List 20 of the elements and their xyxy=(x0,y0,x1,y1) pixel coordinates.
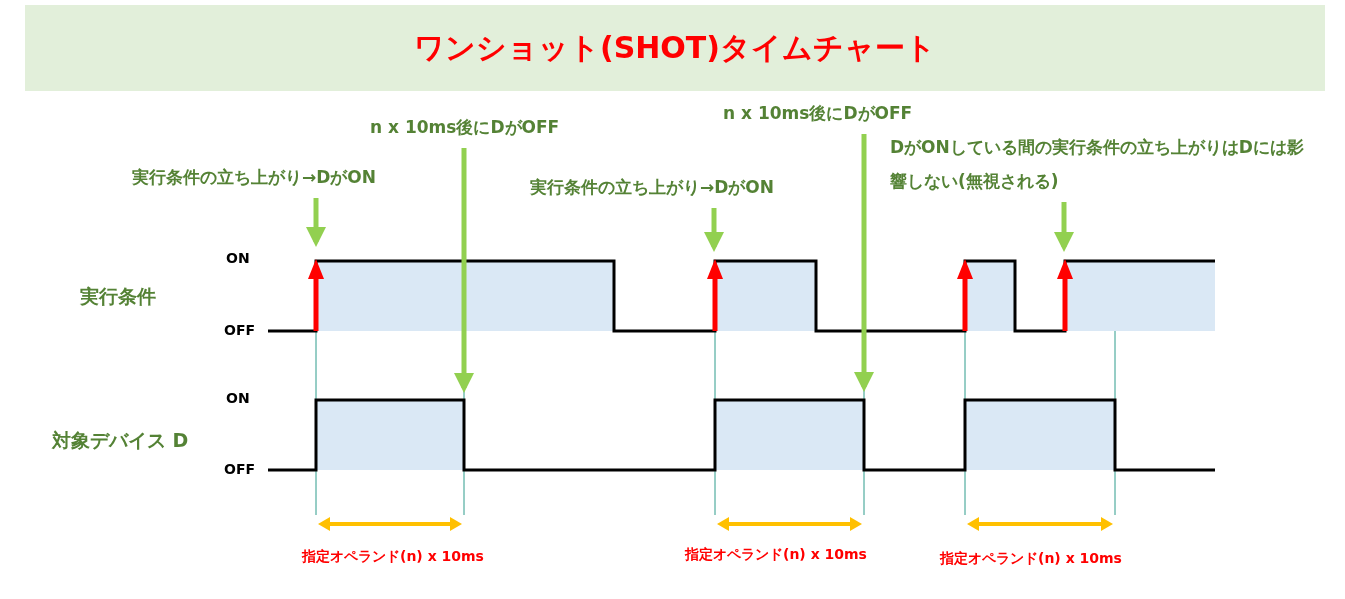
signal-name: 対象デバイス D xyxy=(52,428,189,453)
dimension-label: 指定オペランド(n) x 10ms xyxy=(685,546,867,564)
signal-level: ON xyxy=(226,250,250,266)
annotation-text: 実行条件の立ち上がり→DがON xyxy=(132,160,377,194)
annotation-text: n x 10ms後にDがOFF xyxy=(723,96,913,130)
dimension-label: 指定オペランド(n) x 10ms xyxy=(940,550,1122,568)
annotation-text: n x 10ms後にDがOFF xyxy=(370,110,560,144)
signal-level: ON xyxy=(226,390,250,406)
signal-level: OFF xyxy=(224,461,256,477)
dimension-label: 指定オペランド(n) x 10ms xyxy=(302,548,484,566)
signal-level: OFF xyxy=(224,322,256,338)
annotation-text: 実行条件の立ち上がり→DがON xyxy=(530,170,775,204)
leader-arrow xyxy=(454,148,474,393)
leader-arrow xyxy=(704,208,724,252)
leader-arrow xyxy=(1054,202,1074,252)
title: ワンショット(SHOT)タイムチャート xyxy=(413,28,937,67)
leader-arrow xyxy=(854,134,874,392)
signal-name: 実行条件 xyxy=(80,284,156,309)
leader-arrow xyxy=(306,198,326,247)
annotation-text: DがONしている間の実行条件の立ち上がりはDには影響しない(無視される) xyxy=(890,130,1320,198)
